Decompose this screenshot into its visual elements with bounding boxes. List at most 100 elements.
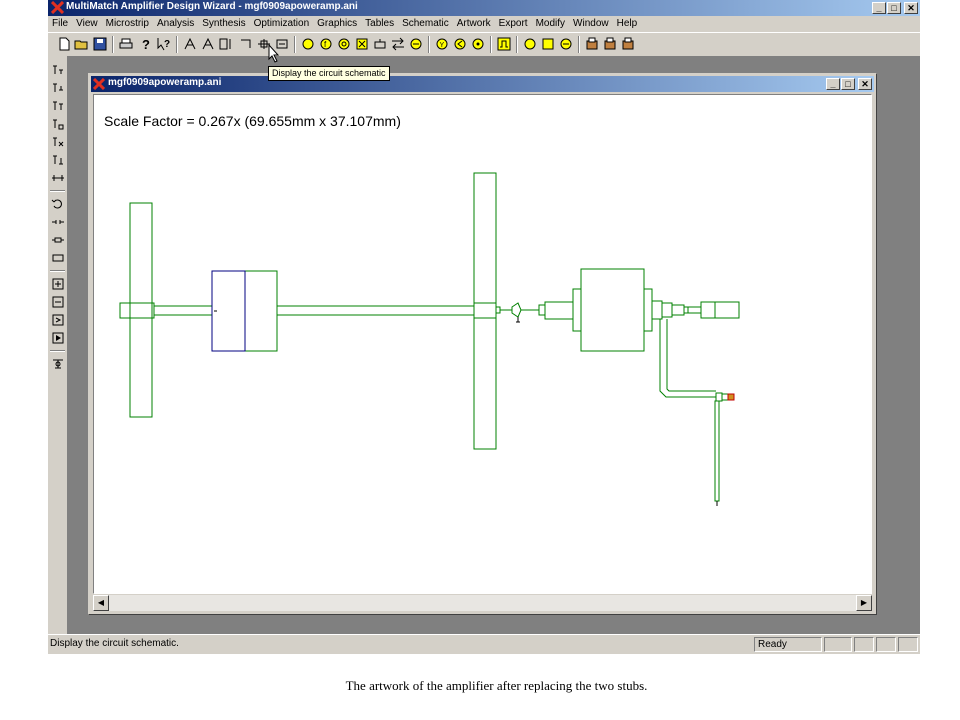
menu-optimization[interactable]: Optimization <box>253 18 310 29</box>
open-folder-icon[interactable] <box>74 36 90 52</box>
bias-pad-2 <box>727 393 735 401</box>
rotate-tool-icon[interactable] <box>50 196 66 212</box>
print-copies-icon[interactable] <box>584 36 600 52</box>
app-minimize-button[interactable]: _ <box>872 2 886 14</box>
print-schematic-icon[interactable] <box>620 36 636 52</box>
status-state: Ready <box>754 637 822 652</box>
circle-shape-icon[interactable] <box>408 36 424 52</box>
scroll-right-arrow-icon[interactable]: ▶ <box>856 595 872 611</box>
menu-help[interactable]: Help <box>616 18 638 29</box>
mouse-cursor-icon <box>268 44 280 63</box>
circle-dot-icon[interactable] <box>470 36 486 52</box>
menu-tables[interactable]: Tables <box>365 18 395 29</box>
save-disk-icon[interactable] <box>92 36 108 52</box>
circuit-artwork <box>119 172 740 506</box>
print-icon[interactable] <box>118 36 134 52</box>
app-close-button[interactable]: ✕ <box>904 2 918 14</box>
status-bar: Display the circuit schematic. Ready <box>48 634 920 654</box>
menu-export[interactable]: Export <box>498 18 528 29</box>
pulse-icon[interactable] <box>496 36 512 52</box>
new-file-icon[interactable] <box>56 36 72 52</box>
stub-tool-2-icon[interactable] <box>50 80 66 96</box>
circle-minus-icon[interactable] <box>558 36 574 52</box>
circle-y-icon[interactable]: Y <box>434 36 450 52</box>
remove-box-icon[interactable] <box>50 294 66 310</box>
box-tee-icon[interactable] <box>372 36 388 52</box>
step-left <box>572 288 582 332</box>
input-line <box>544 301 574 320</box>
scroll-left-arrow-icon[interactable]: ◀ <box>93 595 109 611</box>
rectangle-tool-icon[interactable] <box>50 250 66 266</box>
square-x-icon[interactable] <box>354 36 370 52</box>
context-help-icon[interactable]: ? <box>156 36 172 52</box>
status-panel-2 <box>854 637 874 652</box>
menu-file[interactable]: File <box>52 18 69 29</box>
menu-synthesis[interactable]: Synthesis <box>202 18 246 29</box>
gate-pad <box>538 304 546 316</box>
output-line-2 <box>671 304 685 316</box>
layout-icon[interactable] <box>274 36 290 52</box>
artwork-canvas[interactable]: Scale Factor = 0.267x (69.655mm x 37.107… <box>93 94 872 594</box>
circle-f-icon[interactable]: f <box>318 36 334 52</box>
stub-tool-5-icon[interactable] <box>50 134 66 150</box>
app-window: MultiMatch Amplifier Design Wizard - mgf… <box>48 0 920 654</box>
schematic-icon[interactable] <box>238 36 254 52</box>
svg-text:f: f <box>324 40 327 49</box>
help-icon[interactable]: ? <box>138 36 154 52</box>
swap-arrows-icon[interactable] <box>390 36 406 52</box>
circle-target-icon[interactable] <box>336 36 352 52</box>
app-maximize-button[interactable]: □ <box>887 2 901 14</box>
menu-view[interactable]: View <box>76 18 98 29</box>
menu-graphics[interactable]: Graphics <box>317 18 358 29</box>
line-tool-icon[interactable] <box>50 170 66 186</box>
menu-bar: File View Microstrip Analysis Synthesis … <box>48 16 920 32</box>
line-segment-1 <box>153 305 213 316</box>
coupled-line-icon[interactable] <box>50 214 66 230</box>
stub-tool-1-icon[interactable] <box>50 62 66 78</box>
circle-left-icon[interactable] <box>452 36 468 52</box>
component-icon[interactable] <box>256 36 272 52</box>
print-artwork-icon[interactable] <box>602 36 618 52</box>
tee-analysis-icon[interactable] <box>182 36 198 52</box>
toolbar-tooltip: Display the circuit schematic <box>268 66 390 81</box>
series-element-icon[interactable] <box>50 232 66 248</box>
stub-tool-6-icon[interactable] <box>50 152 66 168</box>
artwork-maximize-button[interactable]: □ <box>841 78 855 90</box>
tee-junction-left <box>119 302 155 319</box>
left-toolbar <box>48 56 68 634</box>
play-box-icon[interactable] <box>50 330 66 346</box>
menu-window[interactable]: Window <box>573 18 609 29</box>
artwork-title: mgf0909apoweramp.ani <box>108 77 222 88</box>
arrow-box-icon[interactable] <box>50 312 66 328</box>
stub-tool-4-icon[interactable] <box>50 116 66 132</box>
stub-tool-3-icon[interactable] <box>50 98 66 114</box>
bias-line <box>659 319 716 398</box>
menu-schematic[interactable]: Schematic <box>402 18 449 29</box>
left-toolbar-separator <box>50 350 65 352</box>
menu-modify[interactable]: Modify <box>535 18 566 29</box>
artwork-minimize-button[interactable]: _ <box>826 78 840 90</box>
toolbar-separator <box>490 36 492 53</box>
artwork-title-bar[interactable]: mgf0909apoweramp.ani _ □ ✕ <box>91 76 874 92</box>
tee-synthesis-icon[interactable] <box>200 36 216 52</box>
menu-microstrip[interactable]: Microstrip <box>105 18 149 29</box>
svg-text:?: ? <box>142 37 150 52</box>
app-logo-icon <box>93 78 105 90</box>
square-outline-icon[interactable] <box>540 36 556 52</box>
transistor-tool-icon[interactable] <box>50 356 66 372</box>
artwork-close-button[interactable]: ✕ <box>858 78 872 90</box>
source-tick <box>516 317 520 323</box>
menu-artwork[interactable]: Artwork <box>456 18 491 29</box>
main-toolbar: ? ? f Y <box>48 32 920 56</box>
frame-cursor-icon[interactable] <box>218 36 234 52</box>
matching-pad <box>244 270 278 352</box>
circle-yellow-icon[interactable] <box>300 36 316 52</box>
app-title-bar[interactable]: MultiMatch Amplifier Design Wizard - mgf… <box>48 0 920 16</box>
horizontal-scrollbar[interactable]: ◀ ▶ <box>93 595 872 611</box>
artwork-window: mgf0909apoweramp.ani _ □ ✕ Scale Factor … <box>88 73 877 615</box>
device-block <box>580 268 645 352</box>
menu-analysis[interactable]: Analysis <box>156 18 195 29</box>
add-box-icon[interactable] <box>50 276 66 292</box>
circle-outline-icon[interactable] <box>522 36 538 52</box>
bias-pad-1 <box>721 393 729 401</box>
